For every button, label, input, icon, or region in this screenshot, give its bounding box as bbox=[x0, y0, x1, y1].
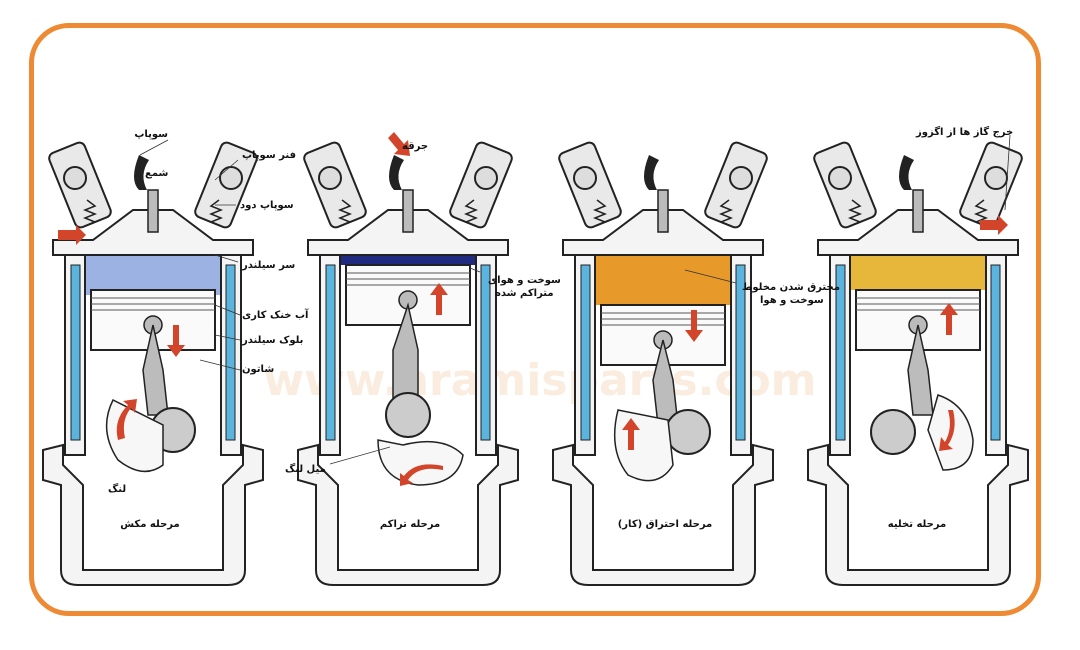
label-compressed: سوخت و هوای bbox=[488, 275, 561, 286]
label-spark: جرقه bbox=[402, 141, 428, 152]
label-crank: لنگ bbox=[108, 483, 126, 495]
label-exhaust-valve: سوپاپ دود bbox=[240, 200, 294, 211]
caption-compression: مرحله تراکم bbox=[380, 519, 440, 530]
stage-compression bbox=[297, 132, 519, 587]
caption-combustion: مرحله احتراق (کار) bbox=[618, 519, 713, 530]
label-crankshaft: میل لنگ bbox=[285, 463, 326, 475]
stage-combustion bbox=[552, 139, 774, 587]
label-valve-spring: فنر سوپاپ bbox=[242, 150, 296, 161]
label-coolant: آب خنک کاری bbox=[242, 308, 309, 321]
label-valve: سوپاپ bbox=[134, 129, 168, 140]
label-combustion: محترق شدن مخلوط bbox=[742, 282, 840, 293]
label-connecting-rod: شاتون bbox=[242, 364, 274, 375]
label-compressed-2: متراکم شده bbox=[495, 288, 554, 299]
stage-exhaust bbox=[807, 139, 1029, 587]
label-cylinder-head: سر سیلندر bbox=[241, 260, 295, 271]
caption-exhaust: مرحله تخلیه bbox=[888, 519, 946, 530]
stage-intake bbox=[42, 139, 264, 587]
label-cylinder-block: بلوک سیلندر bbox=[241, 335, 303, 346]
label-combustion-2: سوخت و هوا bbox=[760, 295, 824, 306]
label-exhaust-out: خرج گاز ها از اگزوز bbox=[915, 125, 1013, 138]
label-spark-plug: شمع bbox=[145, 168, 169, 179]
caption-intake: مرحله مکش bbox=[120, 519, 179, 530]
